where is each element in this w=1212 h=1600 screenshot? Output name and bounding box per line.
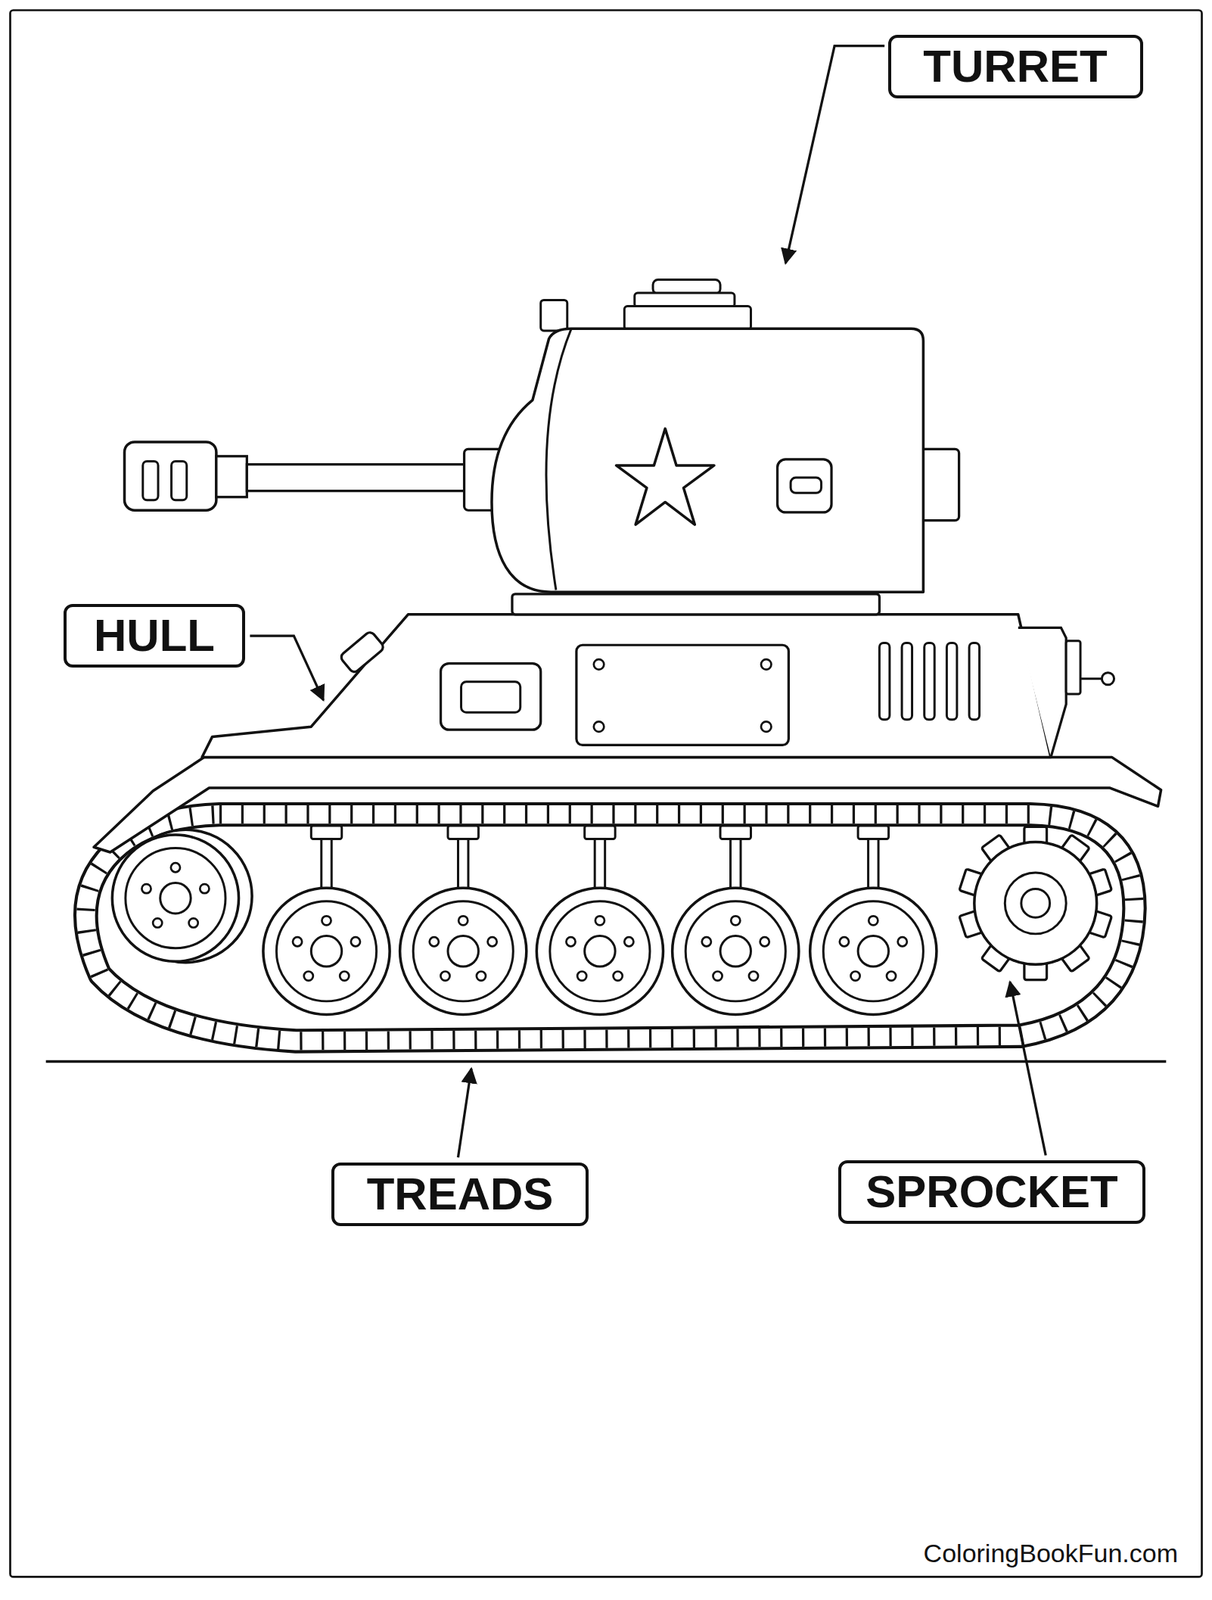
- part-name: HULL: [93, 612, 215, 659]
- part-label-box: HULL: [63, 603, 246, 668]
- part-name: TURRET: [922, 43, 1107, 90]
- part-label-box: TURRET: [888, 34, 1144, 99]
- part-name: SPROCKET: [865, 1168, 1118, 1215]
- part-label-box: TREADS: [331, 1162, 589, 1226]
- part-label-box: SPROCKET: [838, 1159, 1146, 1224]
- part-name: TREADS: [366, 1171, 554, 1217]
- watermark: ColoringBookFun.com: [923, 1538, 1178, 1567]
